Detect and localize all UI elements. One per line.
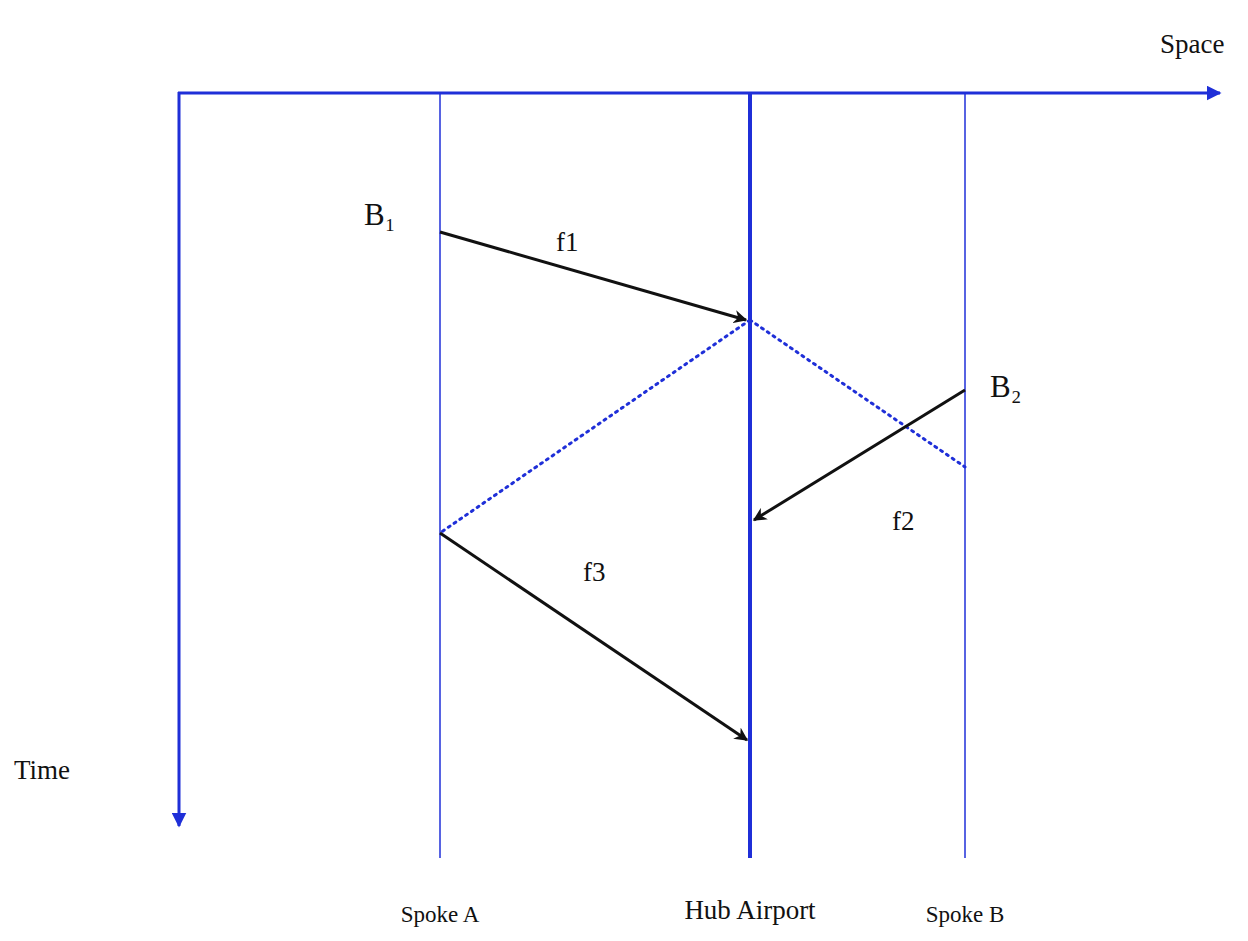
- flight-label: f1: [556, 229, 579, 256]
- bank-label: B₂: [990, 371, 1021, 402]
- station-label: Hub Airport: [684, 897, 815, 924]
- spoke-b-timeline: [964, 93, 966, 858]
- station-label: Spoke B: [926, 903, 1005, 926]
- flight-label: f3: [583, 559, 606, 586]
- time-axis: [178, 92, 181, 826]
- dotted-connection: [750, 320, 965, 467]
- bank-label: B₁: [364, 199, 395, 230]
- spoke-a-timeline: [439, 93, 441, 858]
- axis-label: Time: [14, 757, 70, 784]
- flight-arrow: [754, 390, 965, 520]
- hub-timeline: [748, 93, 752, 858]
- axis-label: Space: [1160, 31, 1224, 58]
- flight-label: f2: [892, 508, 915, 535]
- space-axis: [178, 92, 1220, 95]
- station-label: Spoke A: [401, 903, 480, 926]
- dotted-connection: [440, 320, 750, 533]
- flight-arrow: [440, 232, 746, 320]
- flight-arrow: [440, 533, 747, 740]
